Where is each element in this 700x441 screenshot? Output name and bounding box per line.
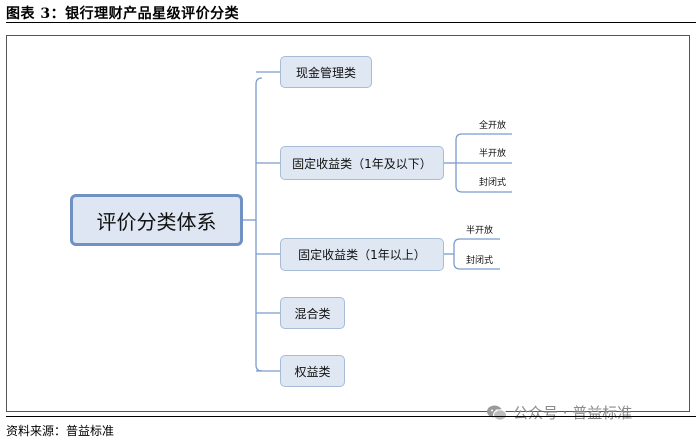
figure-title: 图表 3：银行理财产品星级评价分类 — [6, 6, 240, 22]
watermark: 公众号 · 普益标准 — [486, 402, 632, 423]
leaf-fixed-short-semi: 半开放 — [479, 149, 507, 159]
connector-trunk — [255, 77, 263, 372]
leaf-fixed-short-closed: 封闭式 — [479, 178, 507, 188]
diagram-frame — [6, 35, 690, 412]
source-note: 资料来源：普益标准 — [6, 424, 115, 438]
leaf-fixed-short-open: 全开放 — [479, 121, 507, 131]
branch-node-mixed: 混合类 — [280, 297, 345, 329]
leaf-fixed-long-closed: 封闭式 — [466, 256, 494, 266]
watermark-text: 公众号 · 普益标准 — [513, 404, 633, 422]
branch-node-fixed-long: 固定收益类（1年以上） — [280, 238, 444, 271]
root-node: 评价分类体系 — [70, 194, 243, 246]
wechat-icon — [487, 405, 507, 421]
branch-node-cash: 现金管理类 — [280, 56, 372, 88]
branch-node-equity: 权益类 — [280, 355, 345, 387]
leaf-fixed-long-semi: 半开放 — [466, 226, 494, 236]
title-rule — [6, 22, 696, 23]
branch-node-fixed-short: 固定收益类（1年及以下） — [280, 146, 444, 180]
connector-b3-bracket — [453, 238, 461, 270]
bottom-rule — [6, 416, 696, 417]
